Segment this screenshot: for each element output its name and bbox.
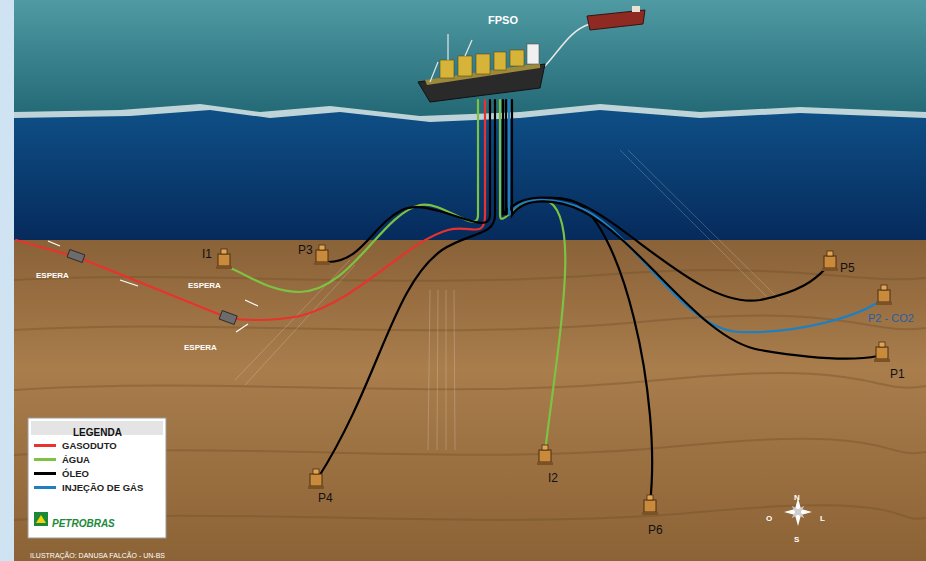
compass-letter: N xyxy=(794,493,800,502)
logo-text: PETROBRAS xyxy=(52,518,115,529)
legend-text: ÓLEO xyxy=(62,468,89,479)
legend-swatch xyxy=(34,444,56,447)
credit-text: ILUSTRAÇÃO: DANUSA FALCÃO - UN-BS xyxy=(30,552,165,559)
well-label: P3 xyxy=(298,243,313,257)
legend-swatch xyxy=(34,458,56,461)
legend-heading: LEGENDA xyxy=(73,427,122,438)
espera-label: ESPERA xyxy=(188,281,221,290)
compass-letter: L xyxy=(820,514,825,523)
well-label: P2 - CO2 xyxy=(868,312,914,324)
well-label: I2 xyxy=(548,471,558,485)
legend-text: GASODUTO xyxy=(62,440,117,451)
well-label: P5 xyxy=(840,261,855,275)
legend-swatch xyxy=(34,486,56,489)
compass-letter: S xyxy=(794,535,799,544)
legend-swatch xyxy=(34,472,56,475)
well-label: P6 xyxy=(648,523,663,537)
well-label: I1 xyxy=(202,247,212,261)
espera-label: ESPERA xyxy=(184,343,217,352)
well-label: P4 xyxy=(318,491,333,505)
well-label: P1 xyxy=(890,367,905,381)
legend-text: INJEÇÃO DE GÁS xyxy=(62,482,143,493)
compass-letter: O xyxy=(766,514,772,523)
legend-text: ÁGUA xyxy=(62,454,90,465)
vessel-label: FPSO xyxy=(488,14,518,26)
espera-label: ESPERA xyxy=(36,271,69,280)
